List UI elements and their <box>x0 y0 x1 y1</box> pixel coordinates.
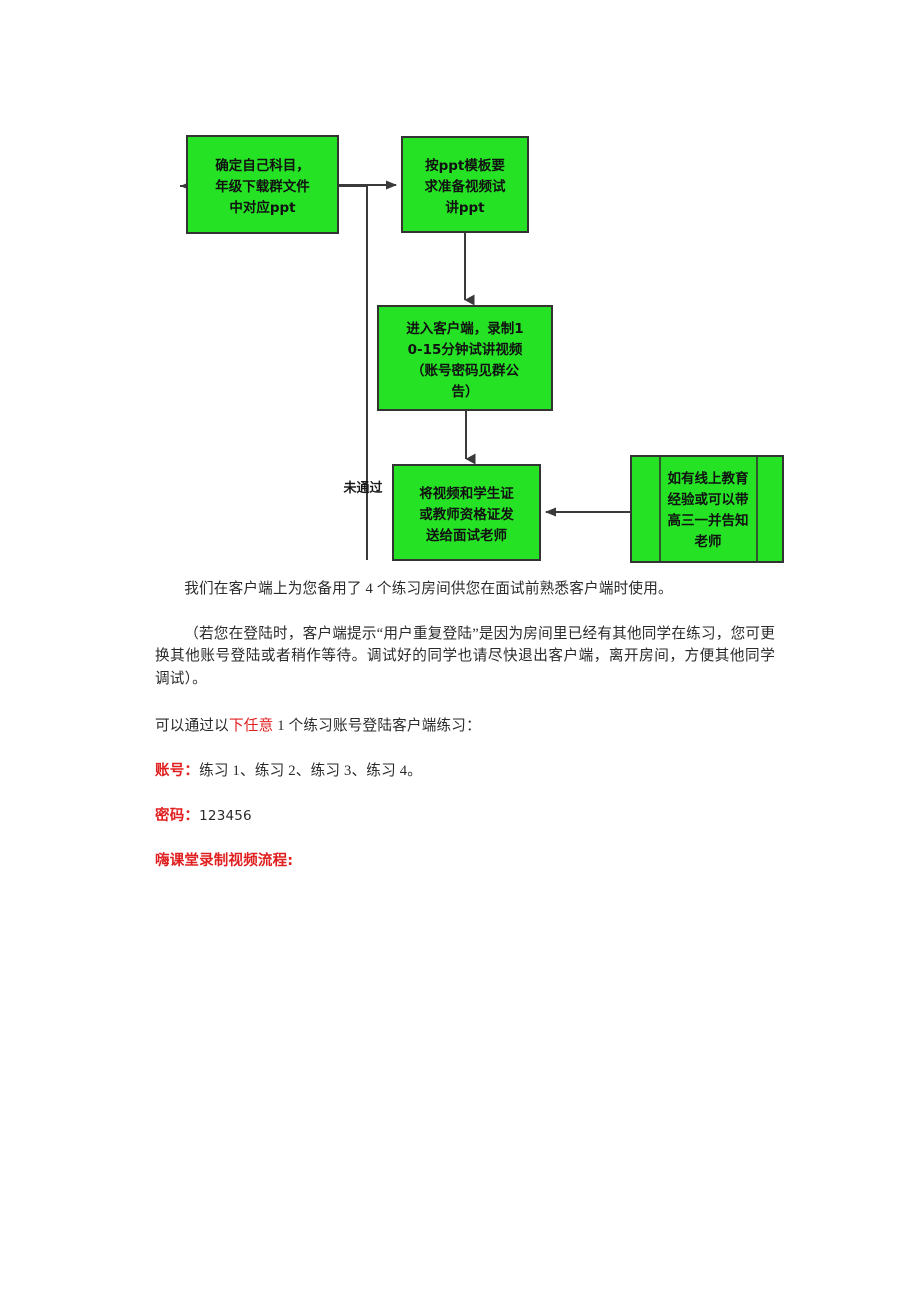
account-value: 练习 1、练习 2、练习 3、练习 4。 <box>199 763 423 780</box>
flow-node-n5-line-3: 老师 <box>695 533 723 550</box>
flow-node-n4-line-1: 或教师资格证发 <box>419 506 514 523</box>
flow-node-n5-line-1: 经验或可以带 <box>668 491 749 508</box>
flow-node-n1-line-0: 确定自己科目， <box>215 157 310 174</box>
flowchart: 确定自己科目， 年级下载群文件 中对应ppt 按ppt模板要 求准备视频试 讲p… <box>0 0 920 580</box>
body-copy: 我们在客户端上为您备用了 4 个练习房间供您在面试前熟悉客户端时使用。 （若您在… <box>155 578 775 870</box>
account-separator: ： <box>184 763 200 780</box>
flow-node-n3: 进入客户端，录制1 0-15分钟试讲视频 （账号密码见群公 告） <box>377 305 553 411</box>
login-instruction-highlight: 下任意 <box>228 718 274 735</box>
password-value: 123456 <box>199 807 252 824</box>
paragraph-practice-rooms: 我们在客户端上为您备用了 4 个练习房间供您在面试前熟悉客户端时使用。 <box>184 581 673 597</box>
flow-node-n3-line-0: 进入客户端，录制1 <box>406 320 523 337</box>
paragraph-duplicate-login-note: （若您在登陆时，客户端提示“用户重复登陆”是因为房间里已经有其他同学在练习，您可… <box>155 625 775 687</box>
flow-node-n2-line-2: 讲ppt <box>445 199 485 216</box>
flow-node-n4-line-2: 送给面试老师 <box>425 527 507 544</box>
flow-node-n1-line-1: 年级下载群文件 <box>215 178 310 195</box>
password-line: 密码：123456 <box>155 805 775 828</box>
footer-heading: 嗨课堂录制视频流程: <box>155 853 294 870</box>
flow-node-n1: 确定自己科目， 年级下载群文件 中对应ppt <box>186 135 339 234</box>
flow-node-n5: 如有线上教育 经验或可以带 高三一并告知 老师 <box>630 455 784 563</box>
flow-node-n2-line-0: 按ppt模板要 <box>425 157 505 174</box>
password-label: 密码 <box>155 807 185 824</box>
flow-node-n4-line-0: 将视频和学生证 <box>419 485 514 502</box>
password-separator: ： <box>184 807 200 824</box>
edge-feedback-loop <box>180 181 368 560</box>
login-instruction-before: 可以通过以 <box>155 718 229 735</box>
flow-node-n3-line-2: （账号密码见群公 <box>411 362 519 379</box>
login-instruction-after: 1 个练习账号登陆客户端练习： <box>273 718 481 735</box>
flow-node-n2: 按ppt模板要 求准备视频试 讲ppt <box>401 136 529 233</box>
flow-node-n2-line-1: 求准备视频试 <box>425 178 506 195</box>
paragraph-login-instruction: 可以通过以下任意 1 个练习账号登陆客户端练习： <box>155 715 775 738</box>
flow-node-n5-line-2: 高三一并告知 <box>668 512 749 529</box>
flow-node-n3-line-1: 0-15分钟试讲视频 <box>408 341 523 358</box>
edge-label-failed: 未通过 <box>342 480 382 496</box>
flow-node-n1-line-2: 中对应ppt <box>229 199 296 216</box>
account-line: 账号：练习 1、练习 2、练习 3、练习 4。 <box>155 760 775 783</box>
account-label: 账号 <box>155 763 185 780</box>
flow-node-n3-line-3: 告） <box>452 383 479 400</box>
flow-node-n4: 将视频和学生证 或教师资格证发 送给面试老师 <box>392 464 541 561</box>
flow-node-n5-line-0: 如有线上教育 <box>668 470 749 487</box>
